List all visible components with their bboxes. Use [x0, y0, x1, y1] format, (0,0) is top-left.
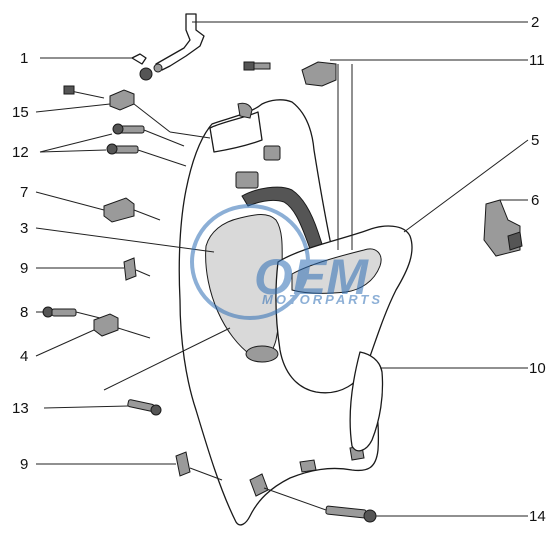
label-part-1: 1: [20, 50, 28, 67]
part-8-screw: [42, 306, 77, 318]
label-part-10: 10: [529, 360, 546, 377]
part-9-clip-lower: [175, 451, 191, 477]
glove-box-door: [275, 225, 413, 394]
watermark-sub: MOTORPARTS: [262, 292, 383, 307]
label-part-4: 4: [20, 348, 28, 365]
part-7-clip: [103, 197, 135, 223]
label-part-15: 15: [12, 104, 29, 121]
side-cover-piece: [349, 351, 384, 452]
part-9-clip-upper: [123, 257, 137, 281]
part-1-nut: [131, 53, 153, 81]
label-part-5: 5: [531, 132, 539, 149]
oem-motorparts-watermark: OEM MOTORPARTS: [190, 204, 383, 320]
watermark-brand: OEM: [254, 249, 369, 305]
part-12-screws: [106, 123, 145, 155]
label-part-8: 8: [20, 304, 28, 321]
label-part-13: 13: [12, 400, 29, 417]
label-part-3: 3: [20, 220, 28, 237]
part-labels: 1 2 11 15 12 5 7 6 3 9 8 4 10 13 9 14: [12, 14, 546, 525]
callout-lines: [35, 21, 529, 517]
part-11-bracket: [243, 61, 337, 87]
label-part-12: 12: [12, 144, 29, 161]
label-part-7: 7: [20, 184, 28, 201]
label-part-2: 2: [531, 14, 539, 31]
label-part-11: 11: [529, 52, 545, 69]
part-6-clip: [483, 199, 523, 257]
label-part-14: 14: [529, 508, 546, 525]
part-15-clip: [63, 85, 135, 111]
label-part-6: 6: [531, 192, 539, 209]
part-2-bracket: [153, 13, 205, 73]
part-14-bolt: [325, 505, 377, 523]
label-part-9-lower: 9: [20, 456, 28, 473]
part-13-screw: [127, 399, 162, 416]
label-part-9-upper: 9: [20, 260, 28, 277]
